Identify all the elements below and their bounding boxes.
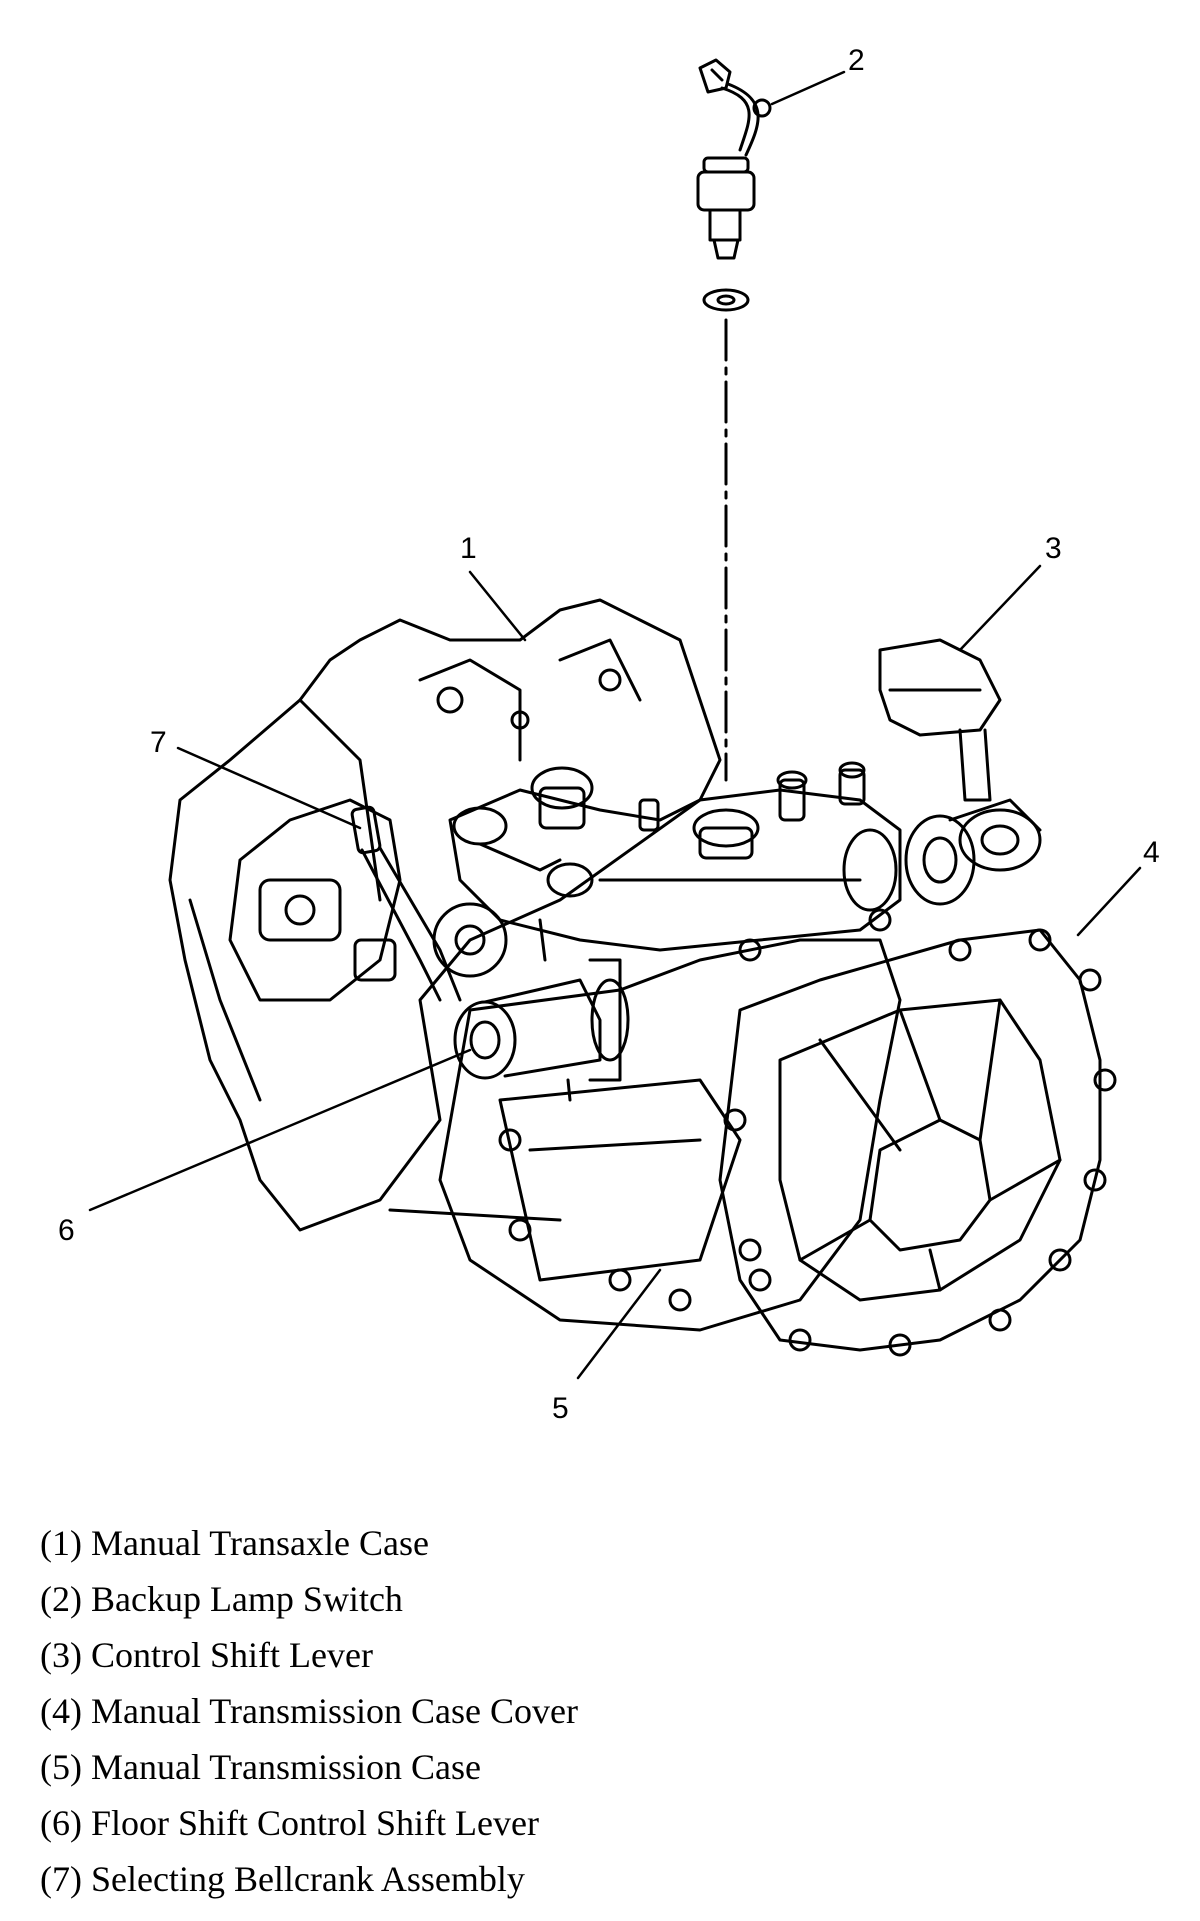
control-shift-lever-part	[878, 638, 1042, 872]
manual-transaxle-case-part	[168, 598, 722, 1232]
leader-line-1	[468, 570, 527, 642]
legend-item-2: (2) Backup Lamp Switch	[40, 1579, 403, 1619]
legend-item-3: (3) Control Shift Lever	[40, 1635, 373, 1675]
callout-6: 6	[58, 1214, 75, 1247]
selecting-bellcrank-part	[350, 805, 594, 1002]
callout-4: 4	[1143, 836, 1160, 869]
manual-transmission-case-cover-part	[718, 928, 1117, 1357]
legend-item-4: (4) Manual Transmission Case Cover	[40, 1691, 578, 1731]
legend-item-1: (1) Manual Transaxle Case	[40, 1523, 429, 1563]
manual-transmission-case-part	[388, 938, 902, 1332]
legend-item-7: (7) Selecting Bellcrank Assembly	[40, 1859, 525, 1899]
leader-line-2	[770, 70, 846, 106]
callout-2: 2	[848, 44, 865, 77]
leader-line-7	[176, 746, 362, 830]
transaxle-exploded-diagram: 1 2 3 4 5 6 7	[58, 44, 1160, 1425]
leader-line-6	[88, 1048, 472, 1212]
leader-line-5	[576, 1268, 662, 1380]
callout-5: 5	[552, 1392, 569, 1425]
legend-item-5: (5) Manual Transmission Case	[40, 1747, 481, 1787]
legend-item-6: (6) Floor Shift Control Shift Lever	[40, 1803, 539, 1843]
callout-7: 7	[150, 726, 167, 759]
floor-shift-control-lever-part	[453, 918, 630, 1102]
backup-lamp-switch-part	[696, 58, 772, 782]
callout-3: 3	[1045, 532, 1062, 565]
shift-mechanism-part	[448, 761, 976, 962]
leader-line-4	[1076, 866, 1142, 937]
callout-1: 1	[460, 532, 477, 565]
leader-line-3	[958, 564, 1042, 652]
parts-legend: (1) Manual Transaxle Case (2) Backup Lam…	[40, 1515, 1160, 1907]
leader-lines	[88, 70, 1142, 1380]
